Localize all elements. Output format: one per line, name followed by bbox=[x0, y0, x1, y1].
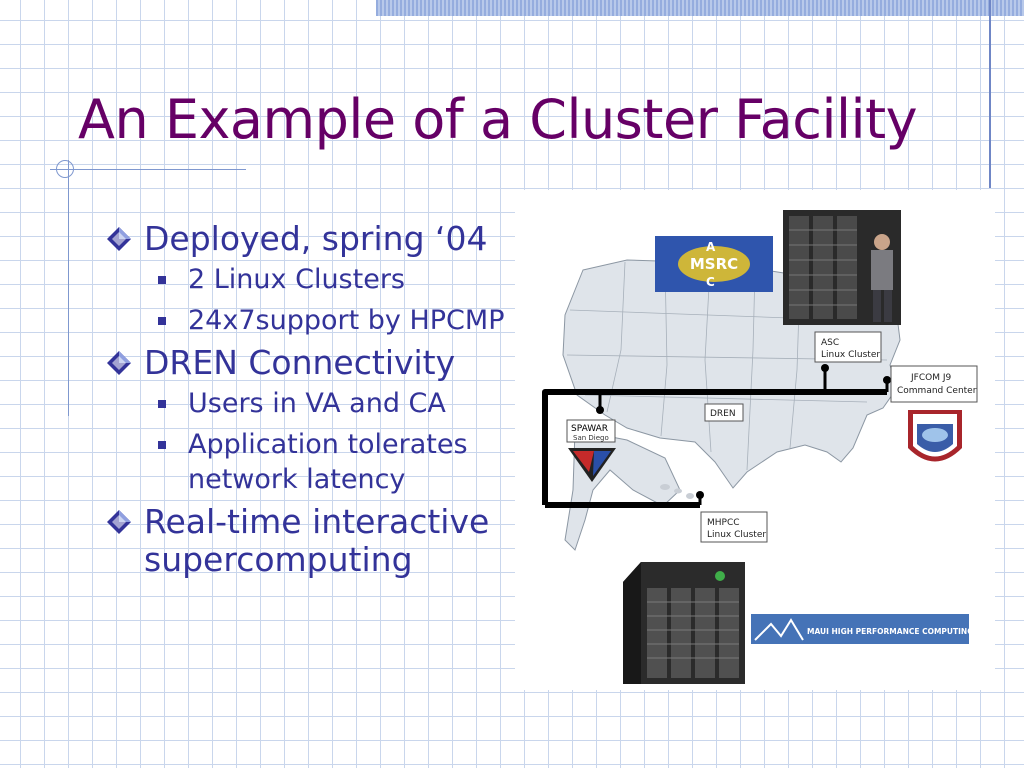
sub-bullet-item: Users in VA and CA bbox=[102, 386, 522, 421]
asc-logo-letter-c: C bbox=[706, 275, 715, 289]
asc-label-line1: ASC bbox=[821, 338, 839, 348]
spawar-label-line1: SPAWAR bbox=[571, 424, 608, 434]
spawar-emblem bbox=[568, 448, 616, 482]
sub-bullet-text: Users in VA and CA bbox=[188, 388, 446, 419]
jfcom-label-box: JFCOM J9 Command Center bbox=[890, 365, 978, 403]
spawar-label-box: SPAWAR San Diego bbox=[566, 419, 616, 443]
dren-network-line bbox=[542, 389, 887, 508]
square-bullet-icon bbox=[158, 317, 166, 325]
jfcom-seal-emblem bbox=[908, 410, 962, 462]
spawar-label-line2: San Diego bbox=[573, 434, 609, 442]
title-underline bbox=[50, 169, 246, 170]
sub-bullet-text: 24x7support by HPCMP bbox=[188, 305, 505, 336]
sub-bullet-item: Application tolerates network latency bbox=[102, 427, 522, 497]
dren-label-text: DREN bbox=[710, 409, 736, 419]
top-decorative-bar bbox=[376, 0, 1024, 16]
asc-logo-letter-a: A bbox=[706, 240, 716, 254]
asc-label-box: ASC Linux Cluster bbox=[814, 331, 882, 363]
bullet-item: Real-time interactive supercomputing bbox=[102, 503, 522, 579]
mhpcc-label-box: MHPCC Linux Cluster bbox=[700, 511, 768, 543]
right-decorative-line bbox=[989, 0, 991, 188]
sub-bullet-item: 24x7support by HPCMP bbox=[102, 303, 522, 338]
mhpcc-label-line1: MHPCC bbox=[707, 518, 740, 528]
square-bullet-icon bbox=[158, 441, 166, 449]
decorative-circle bbox=[56, 160, 74, 178]
sub-bullet-text: 2 Linux Clusters bbox=[188, 264, 405, 295]
diamond-bullet-icon bbox=[107, 510, 131, 534]
dren-label-box: DREN bbox=[704, 403, 744, 422]
network-map-illustration: A MSRC C ASC Linux C bbox=[542, 210, 1009, 684]
mhpcc-supercomputer-image bbox=[623, 562, 745, 684]
asc-label-line2: Linux Cluster bbox=[821, 350, 880, 360]
bullet-list: Deployed, spring ‘04 2 Linux Clusters 24… bbox=[102, 220, 522, 583]
hawaii-islands bbox=[660, 484, 694, 499]
bullet-text: Real-time interactive supercomputing bbox=[144, 502, 490, 579]
jfcom-label-line2: Command Center bbox=[897, 386, 977, 396]
diamond-bullet-icon bbox=[107, 351, 131, 375]
sub-bullet-text: Application tolerates network latency bbox=[188, 429, 468, 495]
bullet-text: Deployed, spring ‘04 bbox=[144, 219, 488, 258]
asc-logo-text: MSRC bbox=[690, 255, 738, 273]
square-bullet-icon bbox=[158, 400, 166, 408]
asc-msrc-logo: A MSRC C bbox=[655, 236, 773, 292]
mhpcc-banner-text: MAUI HIGH PERFORMANCE COMPUTING CENTER bbox=[807, 627, 995, 636]
sub-bullet-item: 2 Linux Clusters bbox=[102, 262, 522, 297]
left-decorative-line bbox=[68, 160, 69, 416]
bullet-item: Deployed, spring ‘04 bbox=[102, 220, 522, 258]
square-bullet-icon bbox=[158, 276, 166, 284]
bullet-item: DREN Connectivity bbox=[102, 344, 522, 382]
mhpcc-label-line2: Linux Cluster bbox=[707, 530, 766, 540]
cluster-facility-figure: A MSRC C ASC Linux C bbox=[515, 190, 1009, 690]
diamond-bullet-icon bbox=[107, 227, 131, 251]
slide-title: An Example of a Cluster Facility bbox=[78, 88, 918, 151]
asc-server-rack-image bbox=[783, 210, 901, 325]
bullet-text: DREN Connectivity bbox=[144, 343, 456, 382]
mhpcc-banner-logo: MAUI HIGH PERFORMANCE COMPUTING CENTER bbox=[751, 614, 1009, 644]
jfcom-label-line1: JFCOM J9 bbox=[910, 373, 951, 383]
